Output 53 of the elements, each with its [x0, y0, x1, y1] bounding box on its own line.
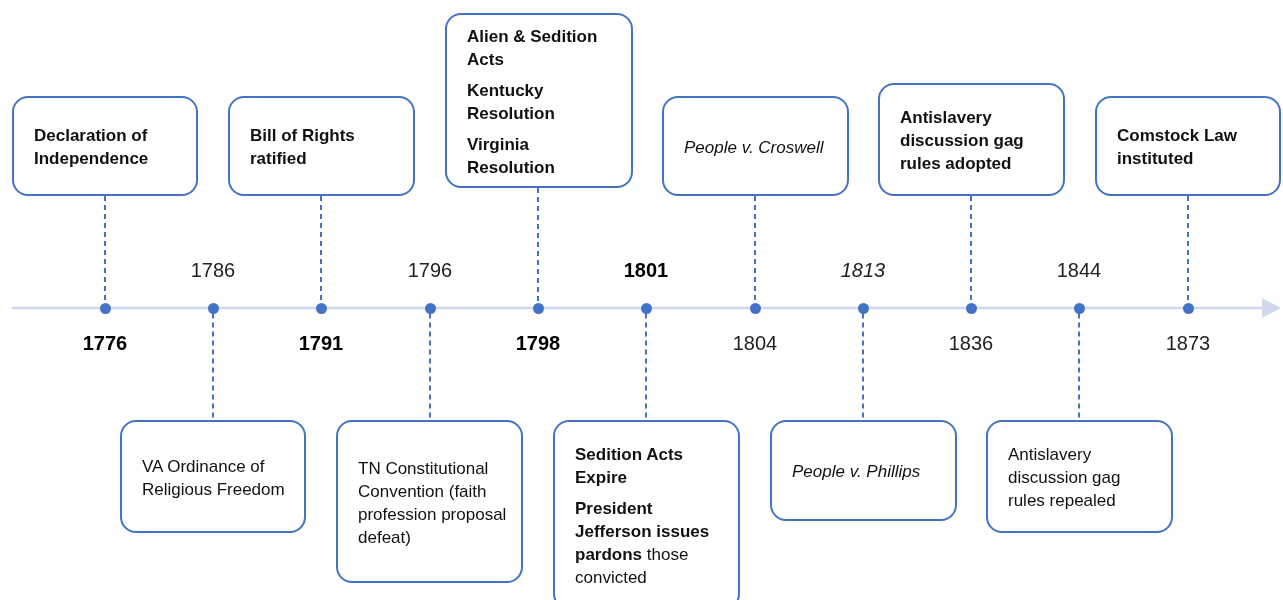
- year-label: 1844: [1055, 259, 1103, 282]
- event-box: [336, 420, 523, 583]
- year-label: 1813: [839, 259, 887, 282]
- event-text: Antislavery discussion gag rules adopted: [900, 107, 1025, 175]
- event-box: [1095, 96, 1281, 196]
- event-box: [662, 96, 849, 196]
- event-box: [878, 83, 1065, 196]
- event-text: TN Constitutional Convention (faith profession proposal defeat): [358, 457, 507, 549]
- year-label: 1801: [622, 259, 670, 282]
- leader-line: [537, 187, 539, 304]
- leader-line: [862, 312, 864, 421]
- year-label: 1804: [731, 332, 779, 355]
- timeline-dot: [965, 302, 977, 314]
- event-text: President Jefferson issues pardons those convicted: [575, 498, 711, 589]
- year-label: 1796: [406, 259, 454, 282]
- timeline-dot: [749, 302, 761, 314]
- event-text: Comstock Law instituted: [1117, 125, 1238, 170]
- timeline-dot: [532, 302, 544, 314]
- leader-line: [212, 312, 214, 421]
- event-text: Antislavery discussion gag rules repealed: [1008, 444, 1122, 512]
- timeline-dot: [99, 302, 111, 314]
- year-label: 1873: [1164, 332, 1212, 355]
- event-text: Bill of Rights ratified: [250, 125, 356, 170]
- event-box: [12, 96, 198, 196]
- event-text: Kentucky Resolution: [467, 79, 556, 125]
- event-box: [228, 96, 415, 196]
- event-box: [120, 420, 306, 533]
- timeline-dot: [207, 302, 219, 314]
- timeline-dot: [315, 302, 327, 314]
- year-label: 1836: [947, 332, 995, 355]
- year-label: 1776: [81, 332, 129, 355]
- timeline-dot: [1182, 302, 1194, 314]
- leader-line: [1078, 312, 1080, 421]
- event-box: [986, 420, 1173, 533]
- event-text: People v. Croswell: [684, 136, 825, 159]
- event-text: People v. Phillips: [792, 461, 922, 483]
- year-label: 1798: [514, 332, 562, 355]
- leader-line: [645, 312, 647, 421]
- event-box: [770, 420, 957, 521]
- event-box: [553, 420, 740, 600]
- event-text: Declaration of Independence: [34, 125, 150, 170]
- event-text: Sedition Acts Expire: [575, 444, 684, 489]
- leader-line: [429, 312, 431, 421]
- timeline-dot: [857, 302, 869, 314]
- event-text: VA Ordinance of Religious Freedom: [142, 455, 286, 501]
- event-text: Virginia Resolution: [467, 133, 556, 179]
- timeline-dot: [1073, 302, 1085, 314]
- timeline-dot: [640, 302, 652, 314]
- event-box: [445, 13, 633, 188]
- event-text: Alien & Sedition Acts: [467, 25, 599, 71]
- timeline-dot: [424, 302, 436, 314]
- year-label: 1786: [189, 259, 237, 282]
- year-label: 1791: [297, 332, 345, 355]
